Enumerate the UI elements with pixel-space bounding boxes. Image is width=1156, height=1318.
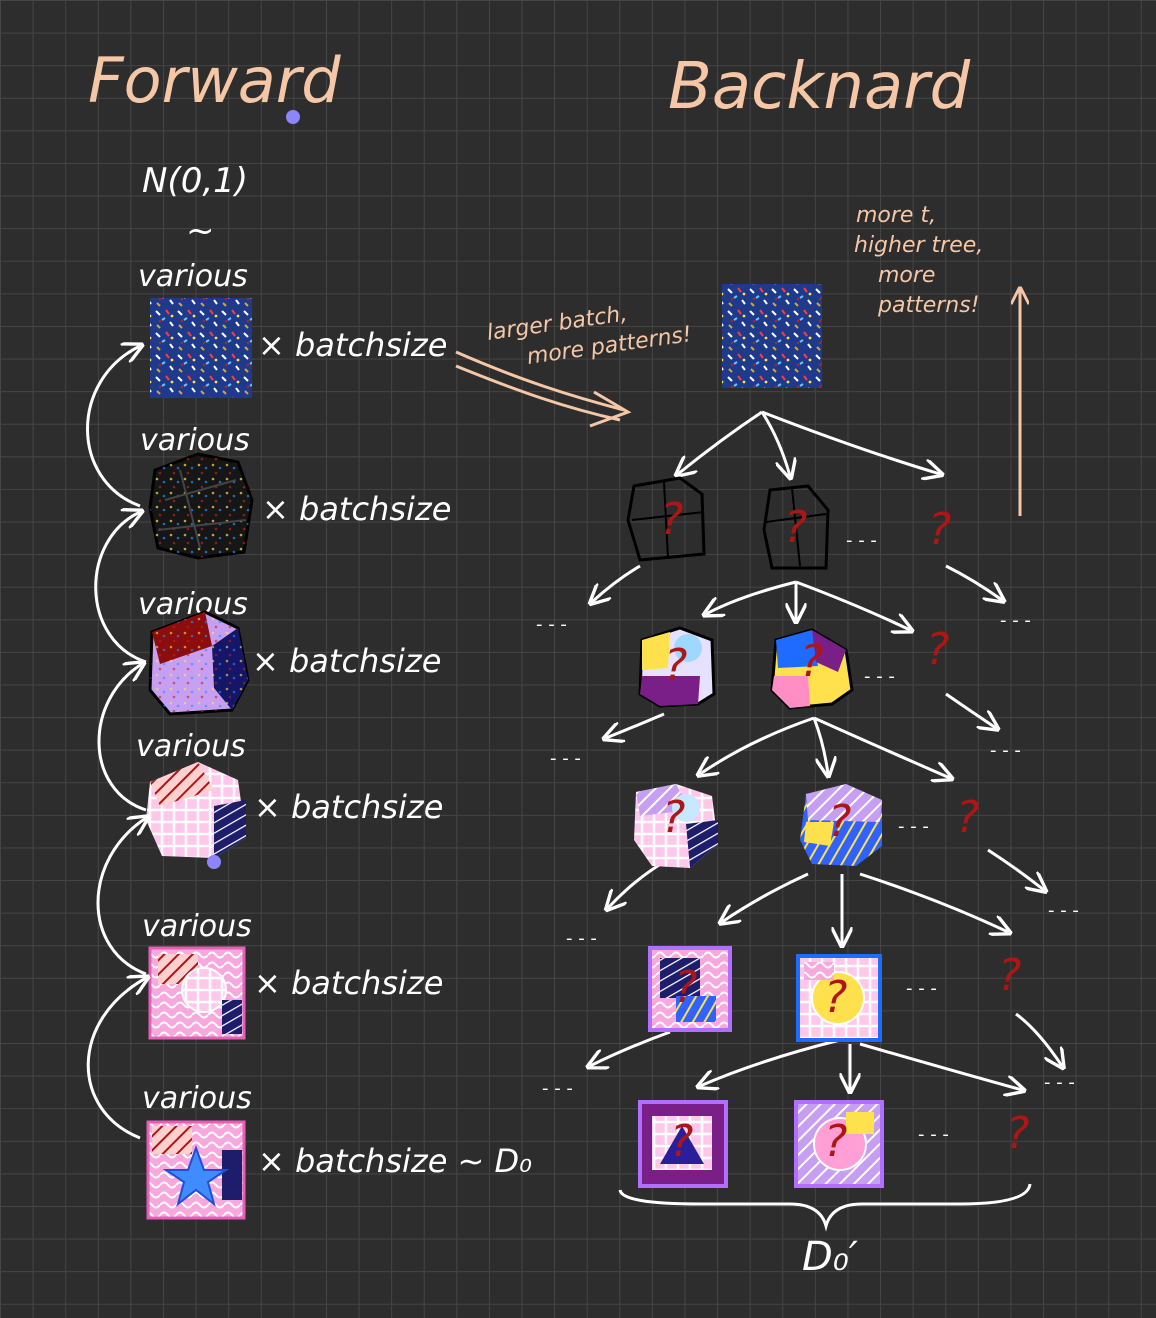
various-label: various <box>140 423 250 458</box>
tree-node <box>794 1100 884 1188</box>
more-t-note: more <box>878 263 935 288</box>
accent-dot <box>207 855 221 869</box>
ellipsis: - - - <box>918 1124 949 1145</box>
batchsize-label: × batchsize <box>258 326 447 364</box>
various-label: various <box>142 909 252 944</box>
question-mark: ? <box>784 502 807 553</box>
sample-tilde: ~ <box>186 211 215 251</box>
tree-node <box>800 784 882 866</box>
stage-image-2 <box>148 610 250 716</box>
stage-image-1 <box>148 452 254 560</box>
question-mark: ? <box>956 792 979 843</box>
star-icon <box>162 1145 230 1207</box>
ellipsis: - - - <box>990 740 1021 761</box>
ellipsis: - - - <box>864 666 895 687</box>
ellipsis: - - - <box>1044 1072 1075 1093</box>
batchsize-label: × batchsize <box>254 788 443 826</box>
accent-dot <box>286 110 300 124</box>
question-mark: ? <box>824 1116 847 1167</box>
question-mark: ? <box>926 624 949 675</box>
noise-distribution-label: N(0,1) <box>142 161 248 201</box>
batchsize-label: × batchsize <box>262 490 451 528</box>
tree-arrows <box>590 410 1062 1090</box>
forward-arrows <box>86 346 147 1140</box>
tree-node <box>648 946 732 1032</box>
tree-node <box>638 1100 728 1188</box>
noise-image <box>150 298 252 398</box>
question-mark: ? <box>660 494 683 545</box>
forward-title: Forward <box>88 44 341 117</box>
tree-node <box>638 626 716 708</box>
question-mark: ? <box>800 636 823 687</box>
question-mark: ? <box>998 950 1021 1001</box>
larger-batch-arrow <box>455 350 632 428</box>
ellipsis: - - - <box>898 816 929 837</box>
ellipsis: - - - <box>1048 900 1079 921</box>
question-mark: ? <box>674 962 697 1013</box>
ellipsis: - - - <box>906 978 937 999</box>
backward-root-noise <box>722 284 822 388</box>
ellipsis: - - - <box>846 530 877 551</box>
question-mark: ? <box>828 796 851 847</box>
batchsize-label: × batchsize <box>252 642 441 680</box>
question-mark: ? <box>670 1116 693 1167</box>
more-t-note: higher tree, <box>854 233 983 258</box>
backward-title: Backnard <box>668 50 970 124</box>
tree-node <box>762 484 830 570</box>
question-mark: ? <box>824 972 847 1023</box>
stage-image-5 <box>146 1120 246 1220</box>
brace <box>618 1183 1032 1232</box>
question-mark: ? <box>664 640 687 691</box>
more-t-note: more t, <box>856 203 936 228</box>
tree-node <box>796 954 882 1042</box>
batchsize-label: × batchsize ∼ D₀ <box>258 1142 532 1180</box>
stage-image-3 <box>146 762 246 869</box>
tree-node <box>634 784 718 868</box>
d0-prime-label: D₀′ <box>802 1234 858 1280</box>
batchsize-label: × batchsize <box>254 964 443 1002</box>
tree-node <box>770 628 854 710</box>
more-t-note: patterns! <box>877 293 980 318</box>
tree-node <box>626 476 706 562</box>
various-label: various <box>138 259 248 294</box>
question-mark: ? <box>928 504 951 555</box>
ellipsis: - - - <box>536 614 567 635</box>
ellipsis: - - - <box>566 928 597 949</box>
stage-image-4 <box>148 946 246 1040</box>
various-label: various <box>142 1081 252 1116</box>
ellipsis: - - - <box>1000 610 1031 631</box>
ellipsis: - - - <box>550 748 581 769</box>
various-label: various <box>136 729 246 764</box>
question-mark: ? <box>1006 1108 1029 1159</box>
ellipsis: - - - <box>542 1078 573 1099</box>
question-mark: ? <box>662 792 685 843</box>
